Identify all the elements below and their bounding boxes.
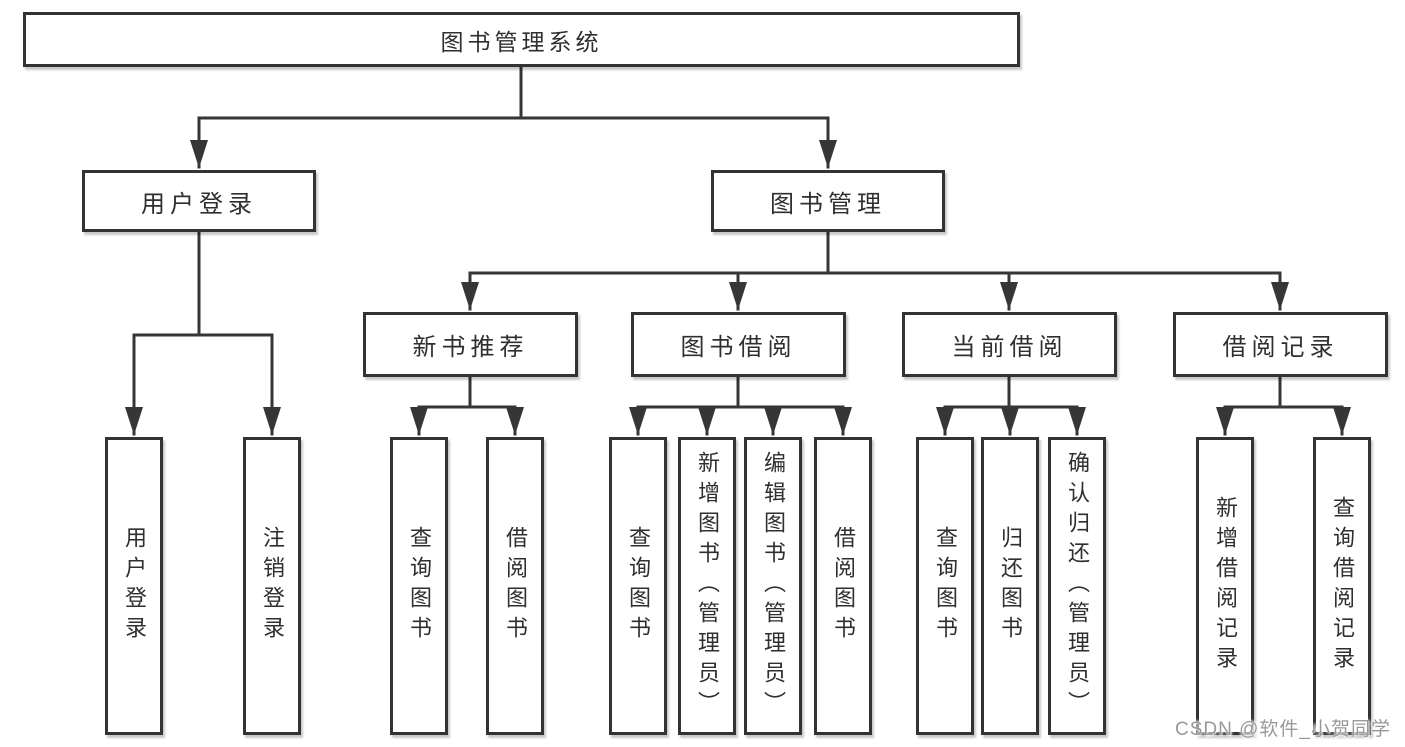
- node-new-book-recommendation-label: 新书推荐: [412, 334, 529, 361]
- leaf-confirm-return-admin: 确认归还（管理员）: [1048, 437, 1106, 735]
- leaf-query-book-current-label: 查询图书: [933, 526, 958, 646]
- leaf-borrow-book-label: 借阅图书: [831, 526, 856, 646]
- leaf-query-borrow-record-label: 查询借阅记录: [1330, 496, 1355, 676]
- csdn-watermark: CSDN @软件_小贺同学: [1175, 719, 1391, 740]
- connector-current-borrow-children: [936, 375, 1086, 436]
- connector-new-book-children: [410, 375, 524, 436]
- node-borrowing-records: 借阅记录: [1173, 312, 1388, 377]
- node-book-borrowing-label: 图书借阅: [680, 334, 797, 361]
- leaf-query-borrow-record: 查询借阅记录: [1313, 437, 1371, 735]
- node-book-management-label: 图书管理: [770, 190, 886, 218]
- leaf-add-borrow-record: 新增借阅记录: [1196, 437, 1254, 735]
- leaf-user-login: 用户登录: [105, 437, 163, 735]
- node-current-borrowing: 当前借阅: [902, 312, 1117, 377]
- node-current-borrowing-label: 当前借阅: [951, 334, 1068, 361]
- leaf-query-book-recommend-label: 查询图书: [407, 526, 432, 646]
- leaf-borrow-book: 借阅图书: [814, 437, 872, 735]
- leaf-confirm-return-admin-label: 确认归还（管理员）: [1065, 451, 1090, 721]
- leaf-query-book-borrow-label: 查询图书: [626, 526, 651, 646]
- leaf-add-book-admin: 新增图书（管理员）: [678, 437, 736, 735]
- node-book-management: 图书管理: [711, 170, 945, 232]
- node-borrowing-records-label: 借阅记录: [1222, 334, 1339, 361]
- node-root: 图书管理系统: [23, 12, 1020, 67]
- leaf-borrow-book-recommend: 借阅图书: [486, 437, 544, 735]
- connector-borrow-records-children: [1216, 375, 1351, 436]
- leaf-add-book-admin-label: 新增图书（管理员）: [695, 451, 720, 721]
- leaf-edit-book-admin-label: 编辑图书（管理员）: [761, 451, 786, 721]
- leaf-query-book-borrow: 查询图书: [609, 437, 667, 735]
- node-user-login: 用户登录: [82, 170, 316, 232]
- leaf-add-borrow-record-label: 新增借阅记录: [1213, 496, 1238, 676]
- leaf-user-login-label: 用户登录: [122, 526, 147, 646]
- leaf-logout: 注销登录: [243, 437, 301, 735]
- node-new-book-recommendation: 新书推荐: [363, 312, 578, 377]
- leaf-edit-book-admin: 编辑图书（管理员）: [744, 437, 802, 735]
- connector-book-borrow-children: [629, 375, 852, 436]
- leaf-return-book-label: 归还图书: [998, 526, 1023, 646]
- leaf-borrow-book-recommend-label: 借阅图书: [503, 526, 528, 646]
- leaf-return-book: 归还图书: [981, 437, 1039, 735]
- node-user-login-label: 用户登录: [141, 190, 257, 218]
- connector-root-to-level1: [190, 65, 837, 169]
- leaf-logout-label: 注销登录: [260, 526, 285, 646]
- connector-book-management-to-level2: [461, 230, 1289, 311]
- node-root-label: 图书管理系统: [440, 28, 603, 55]
- leaf-query-book-recommend: 查询图书: [390, 437, 448, 735]
- leaf-query-book-current: 查询图书: [916, 437, 974, 735]
- node-book-borrowing: 图书借阅: [631, 312, 846, 377]
- connector-user-login-children: [125, 230, 281, 436]
